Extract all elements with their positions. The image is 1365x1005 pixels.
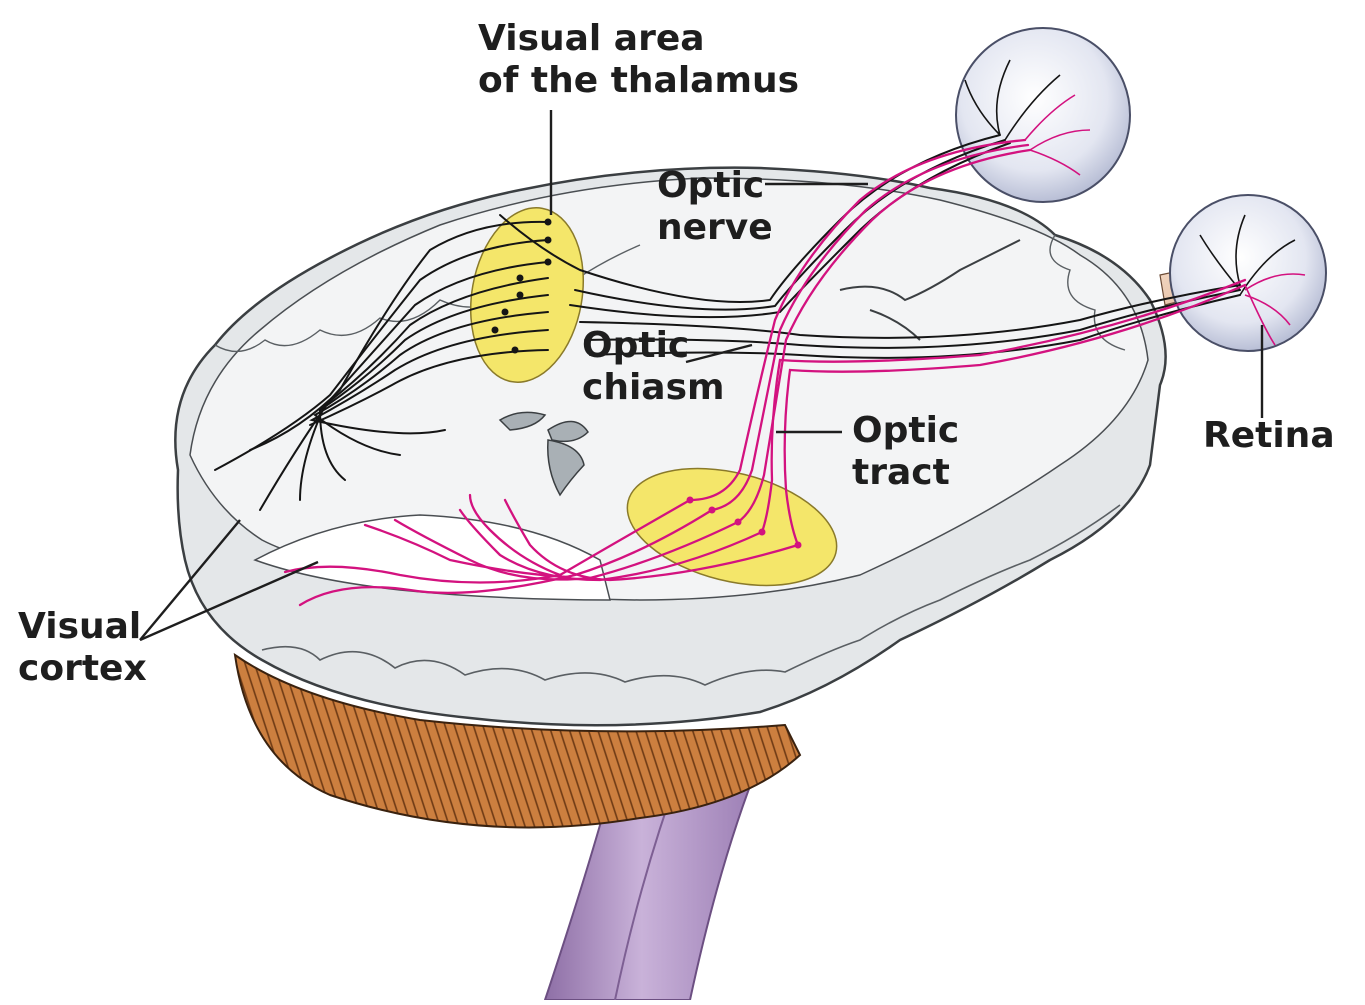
pathway-magenta-fibres xyxy=(283,138,1247,607)
label-optic-tract: Optic tract xyxy=(852,410,960,493)
label-optic-chiasm: Optic chiasm xyxy=(582,325,725,408)
leader-optic-chiasm xyxy=(685,343,753,364)
thalamus-visual-area xyxy=(469,207,585,383)
lateral-geniculate-area xyxy=(626,467,838,587)
label-visual-cortex: Visual cortex xyxy=(18,606,147,689)
cerebellum xyxy=(233,652,802,829)
brain-gyri-edge xyxy=(261,504,1121,686)
retina-fibres-magenta xyxy=(1024,94,1306,346)
label-retina: Retina xyxy=(1203,415,1335,456)
leader-visual-cortex-a xyxy=(139,519,241,641)
ventricle-third xyxy=(547,439,585,497)
tract-synapses xyxy=(686,496,802,549)
eyeball-lower xyxy=(1169,194,1327,352)
eyeball-upper xyxy=(955,27,1131,203)
thalamus-synapses xyxy=(491,218,552,354)
pathway-black-fibres xyxy=(214,134,1241,511)
label-optic-nerve: Optic nerve xyxy=(657,165,773,248)
label-thalamus: Visual area of the thalamus xyxy=(478,18,800,101)
leader-visual-cortex-b xyxy=(139,560,319,642)
leader-lines xyxy=(139,110,1264,642)
ventricle-right xyxy=(547,420,589,443)
ventricle-left xyxy=(498,411,547,431)
